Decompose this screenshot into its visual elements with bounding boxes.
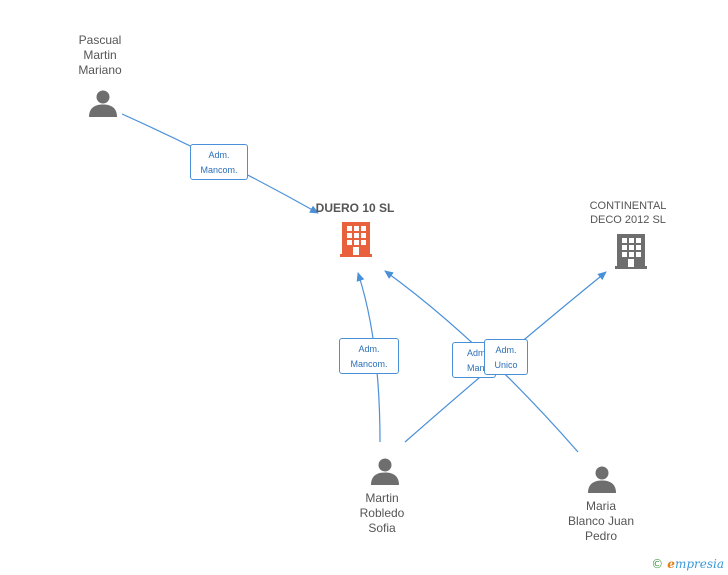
person-label-pascual[interactable]: Pascual Martin Mariano <box>78 33 122 77</box>
person-icon[interactable] <box>88 88 118 118</box>
building-icon[interactable] <box>615 234 647 270</box>
empresia-brand: ©empresia <box>651 557 724 571</box>
person-icon[interactable] <box>587 464 617 494</box>
relation-label-martin-duero[interactable]: Adm. Mancom. <box>339 338 399 374</box>
company-label-duero[interactable]: DUERO 10 SL <box>315 201 395 215</box>
person-icon[interactable] <box>370 456 400 486</box>
building-icon[interactable] <box>340 222 372 258</box>
company-label-continental[interactable]: CONTINENTAL DECO 2012 SL <box>589 200 667 226</box>
person-label-martin[interactable]: Martin Robledo Sofia <box>359 491 405 535</box>
relation-label-pascual-duero[interactable]: Adm. Mancom. <box>190 144 248 180</box>
person-label-maria[interactable]: Maria Blanco Juan Pedro <box>567 499 635 543</box>
brand-initial: e <box>667 557 675 571</box>
relation-label-martin-continental[interactable]: Adm. Unico <box>484 339 528 375</box>
brand-name: mpresia <box>674 557 724 571</box>
copyright-symbol: © <box>651 557 664 571</box>
